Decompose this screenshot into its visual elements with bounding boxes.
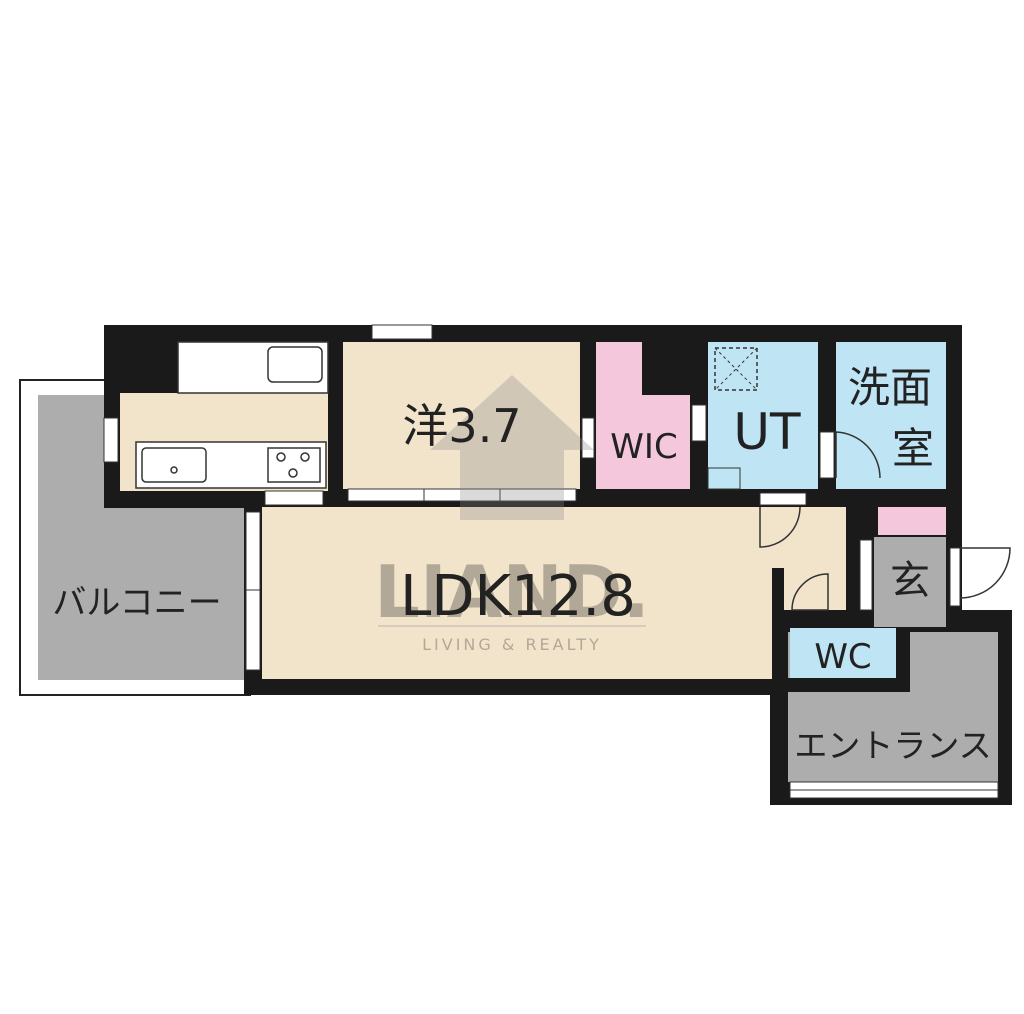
western-room-window xyxy=(371,324,433,340)
stove-burner-3 xyxy=(288,468,298,478)
sink-drain xyxy=(170,466,178,474)
ut-door-swing xyxy=(759,506,801,548)
wic-label: WIC xyxy=(610,427,677,467)
ldk-label: LDK12.8 xyxy=(400,564,636,629)
wc-door-swing xyxy=(791,573,829,611)
genkan-label: 玄 xyxy=(890,558,930,604)
wc-entrance-wall xyxy=(896,628,910,688)
kitchen-side-window xyxy=(103,417,119,463)
ventilation-fan xyxy=(714,347,758,391)
ldk-hall-floor xyxy=(772,507,846,610)
wc-floor-overlay xyxy=(790,628,896,678)
entrance-label: エントランス xyxy=(794,726,991,765)
entry-door-swing xyxy=(959,547,1011,599)
kitchen-ldk-opening xyxy=(264,490,324,506)
watermark-logo: LIAND. LIVING & REALTY xyxy=(374,375,650,654)
washroom-floor xyxy=(836,342,946,489)
ldk-floor xyxy=(262,507,772,679)
watermark-house-roof xyxy=(430,375,594,450)
stove xyxy=(267,447,321,483)
ventilation-fan-x2 xyxy=(714,347,758,391)
western-room-doors xyxy=(347,488,577,502)
ut-door xyxy=(691,404,707,442)
watermark-brand: LIAND. xyxy=(374,550,650,634)
wic-floor xyxy=(596,342,690,489)
washroom-door xyxy=(819,431,835,479)
stove-burner-2 xyxy=(300,452,310,462)
genkan-step xyxy=(859,539,873,611)
western-room-floor xyxy=(343,342,580,489)
wc-label: WC xyxy=(814,637,871,677)
ut-floor xyxy=(708,342,818,489)
wic-door xyxy=(581,417,595,459)
washroom-door-swing xyxy=(835,431,881,479)
ut-label: UT xyxy=(733,403,801,461)
washroom-label-2: 室 xyxy=(892,424,934,473)
genkan-floor xyxy=(874,537,946,627)
ventilation-fan-x1 xyxy=(714,347,758,391)
ldk-balcony-door xyxy=(245,511,261,671)
entry-door xyxy=(949,547,961,607)
ldk-inner-wall xyxy=(772,568,784,695)
watermark-house-body xyxy=(460,450,564,520)
shoe-cabinet xyxy=(878,507,946,535)
ut-step xyxy=(707,467,741,490)
wc-bottom-wall xyxy=(784,678,910,692)
fridge xyxy=(267,346,323,383)
stove-burner-1 xyxy=(276,452,286,462)
watermark-tagline: LIVING & REALTY xyxy=(422,635,602,654)
western-room-label: 洋3.7 xyxy=(402,399,521,453)
sink xyxy=(141,447,207,483)
ut-hall-door xyxy=(759,492,807,506)
washroom-label-1: 洗面 xyxy=(848,363,932,412)
balcony-label: バルコニー xyxy=(52,583,221,623)
